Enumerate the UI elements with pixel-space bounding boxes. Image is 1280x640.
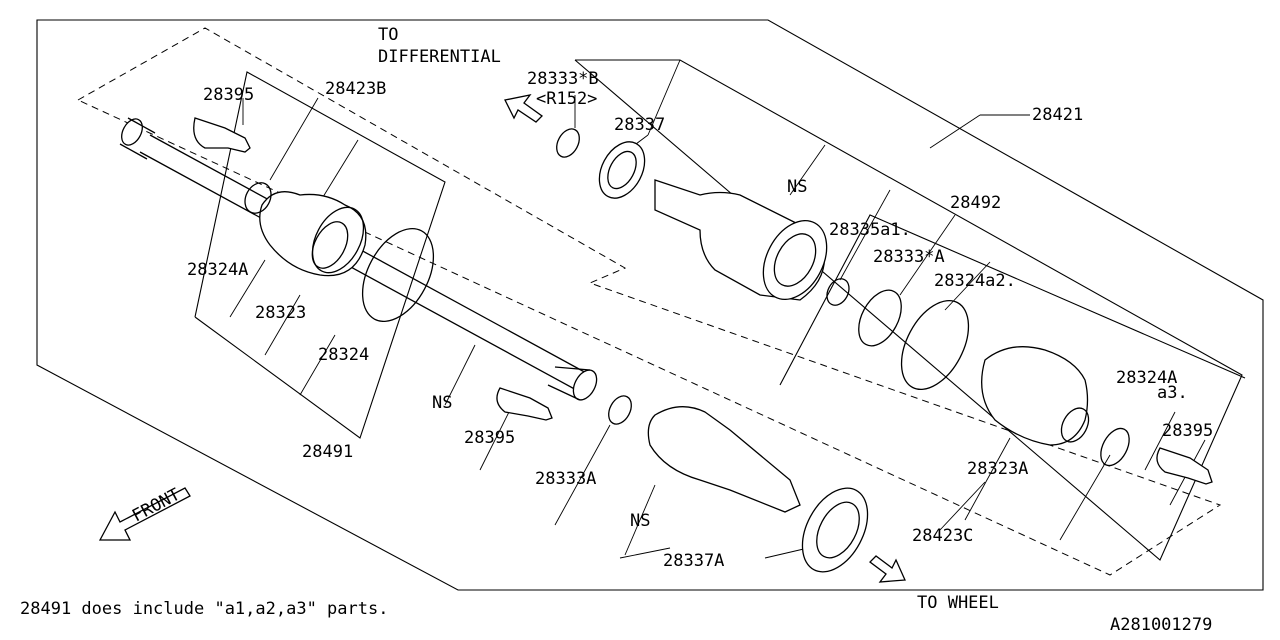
dust-seal-28337 xyxy=(598,141,646,199)
label-28324a2: 28324a2. xyxy=(934,271,1016,291)
band-clamp-28324 xyxy=(361,228,435,322)
label-28323a: 28323A xyxy=(967,459,1028,479)
snap-ring-28333a xyxy=(608,395,632,425)
label-28333a-star: 28333*A xyxy=(873,247,945,267)
label-28337a: 28337A xyxy=(663,551,724,571)
drive-shaft xyxy=(119,117,598,401)
label-28323: 28323 xyxy=(255,303,306,323)
snap-ring-28333b xyxy=(556,128,580,158)
label-ns-mid: NS xyxy=(432,393,452,413)
inner-boot-28323 xyxy=(244,182,367,277)
label-28491: 28491 xyxy=(302,442,353,462)
snap-ring-28335 xyxy=(826,278,850,306)
label-to-differential-2: DIFFERENTIAL xyxy=(378,47,501,67)
label-28395-mid: 28395 xyxy=(464,428,515,448)
outer-joint xyxy=(647,406,801,513)
right-group-bracket xyxy=(574,59,1243,561)
bottom-group-bracket xyxy=(779,214,1246,386)
label-28324a-left: 28324A xyxy=(187,260,248,280)
leader-lines xyxy=(229,59,1206,559)
band-28324a2 xyxy=(900,299,970,391)
diagram-id: A281001279 xyxy=(1110,615,1212,635)
label-to-wheel: TO WHEEL xyxy=(917,593,999,613)
outer-frame xyxy=(36,19,1264,591)
grease-tube-right xyxy=(1156,447,1213,485)
label-28492: 28492 xyxy=(950,193,1001,213)
dust-seal-28337a xyxy=(801,487,869,573)
label-28423b: 28423B xyxy=(325,79,386,99)
label-28324a-right: 28324A xyxy=(1116,368,1177,388)
grease-tube-top xyxy=(193,117,251,153)
grease-tube-mid xyxy=(496,387,553,421)
label-28395-top: 28395 xyxy=(203,85,254,105)
label-ns-bottom: NS xyxy=(630,511,650,531)
band-28324a-right xyxy=(1100,427,1130,467)
left-group-bracket xyxy=(194,71,446,439)
label-a3: a3. xyxy=(1157,383,1188,403)
circlip-28333a-star xyxy=(858,289,902,347)
label-ns-top: NS xyxy=(787,177,807,197)
label-to-differential-1: TO xyxy=(378,25,398,45)
label-28333a: 28333A xyxy=(535,469,596,489)
inner-joint-housing xyxy=(654,179,828,301)
wheel-arrow-icon xyxy=(869,555,906,583)
label-28423c: 28423C xyxy=(912,526,973,546)
dashed-assembly-outline xyxy=(77,27,1222,576)
label-28337: 28337 xyxy=(614,115,665,135)
label-28335a1: 28335a1. xyxy=(829,220,911,240)
footnote: 28491 does include "a1,a2,a3" parts. xyxy=(20,599,388,619)
label-front: FRONT xyxy=(129,485,184,527)
label-28395-right: 28395 xyxy=(1162,421,1213,441)
label-r152: <R152> xyxy=(536,89,597,109)
outer-boot-28323a xyxy=(981,346,1090,446)
front-arrow-icon xyxy=(98,487,191,541)
label-28324: 28324 xyxy=(318,345,369,365)
label-28421: 28421 xyxy=(1032,105,1083,125)
label-28333b: 28333*B xyxy=(527,69,599,89)
differential-arrow-icon xyxy=(504,94,543,123)
